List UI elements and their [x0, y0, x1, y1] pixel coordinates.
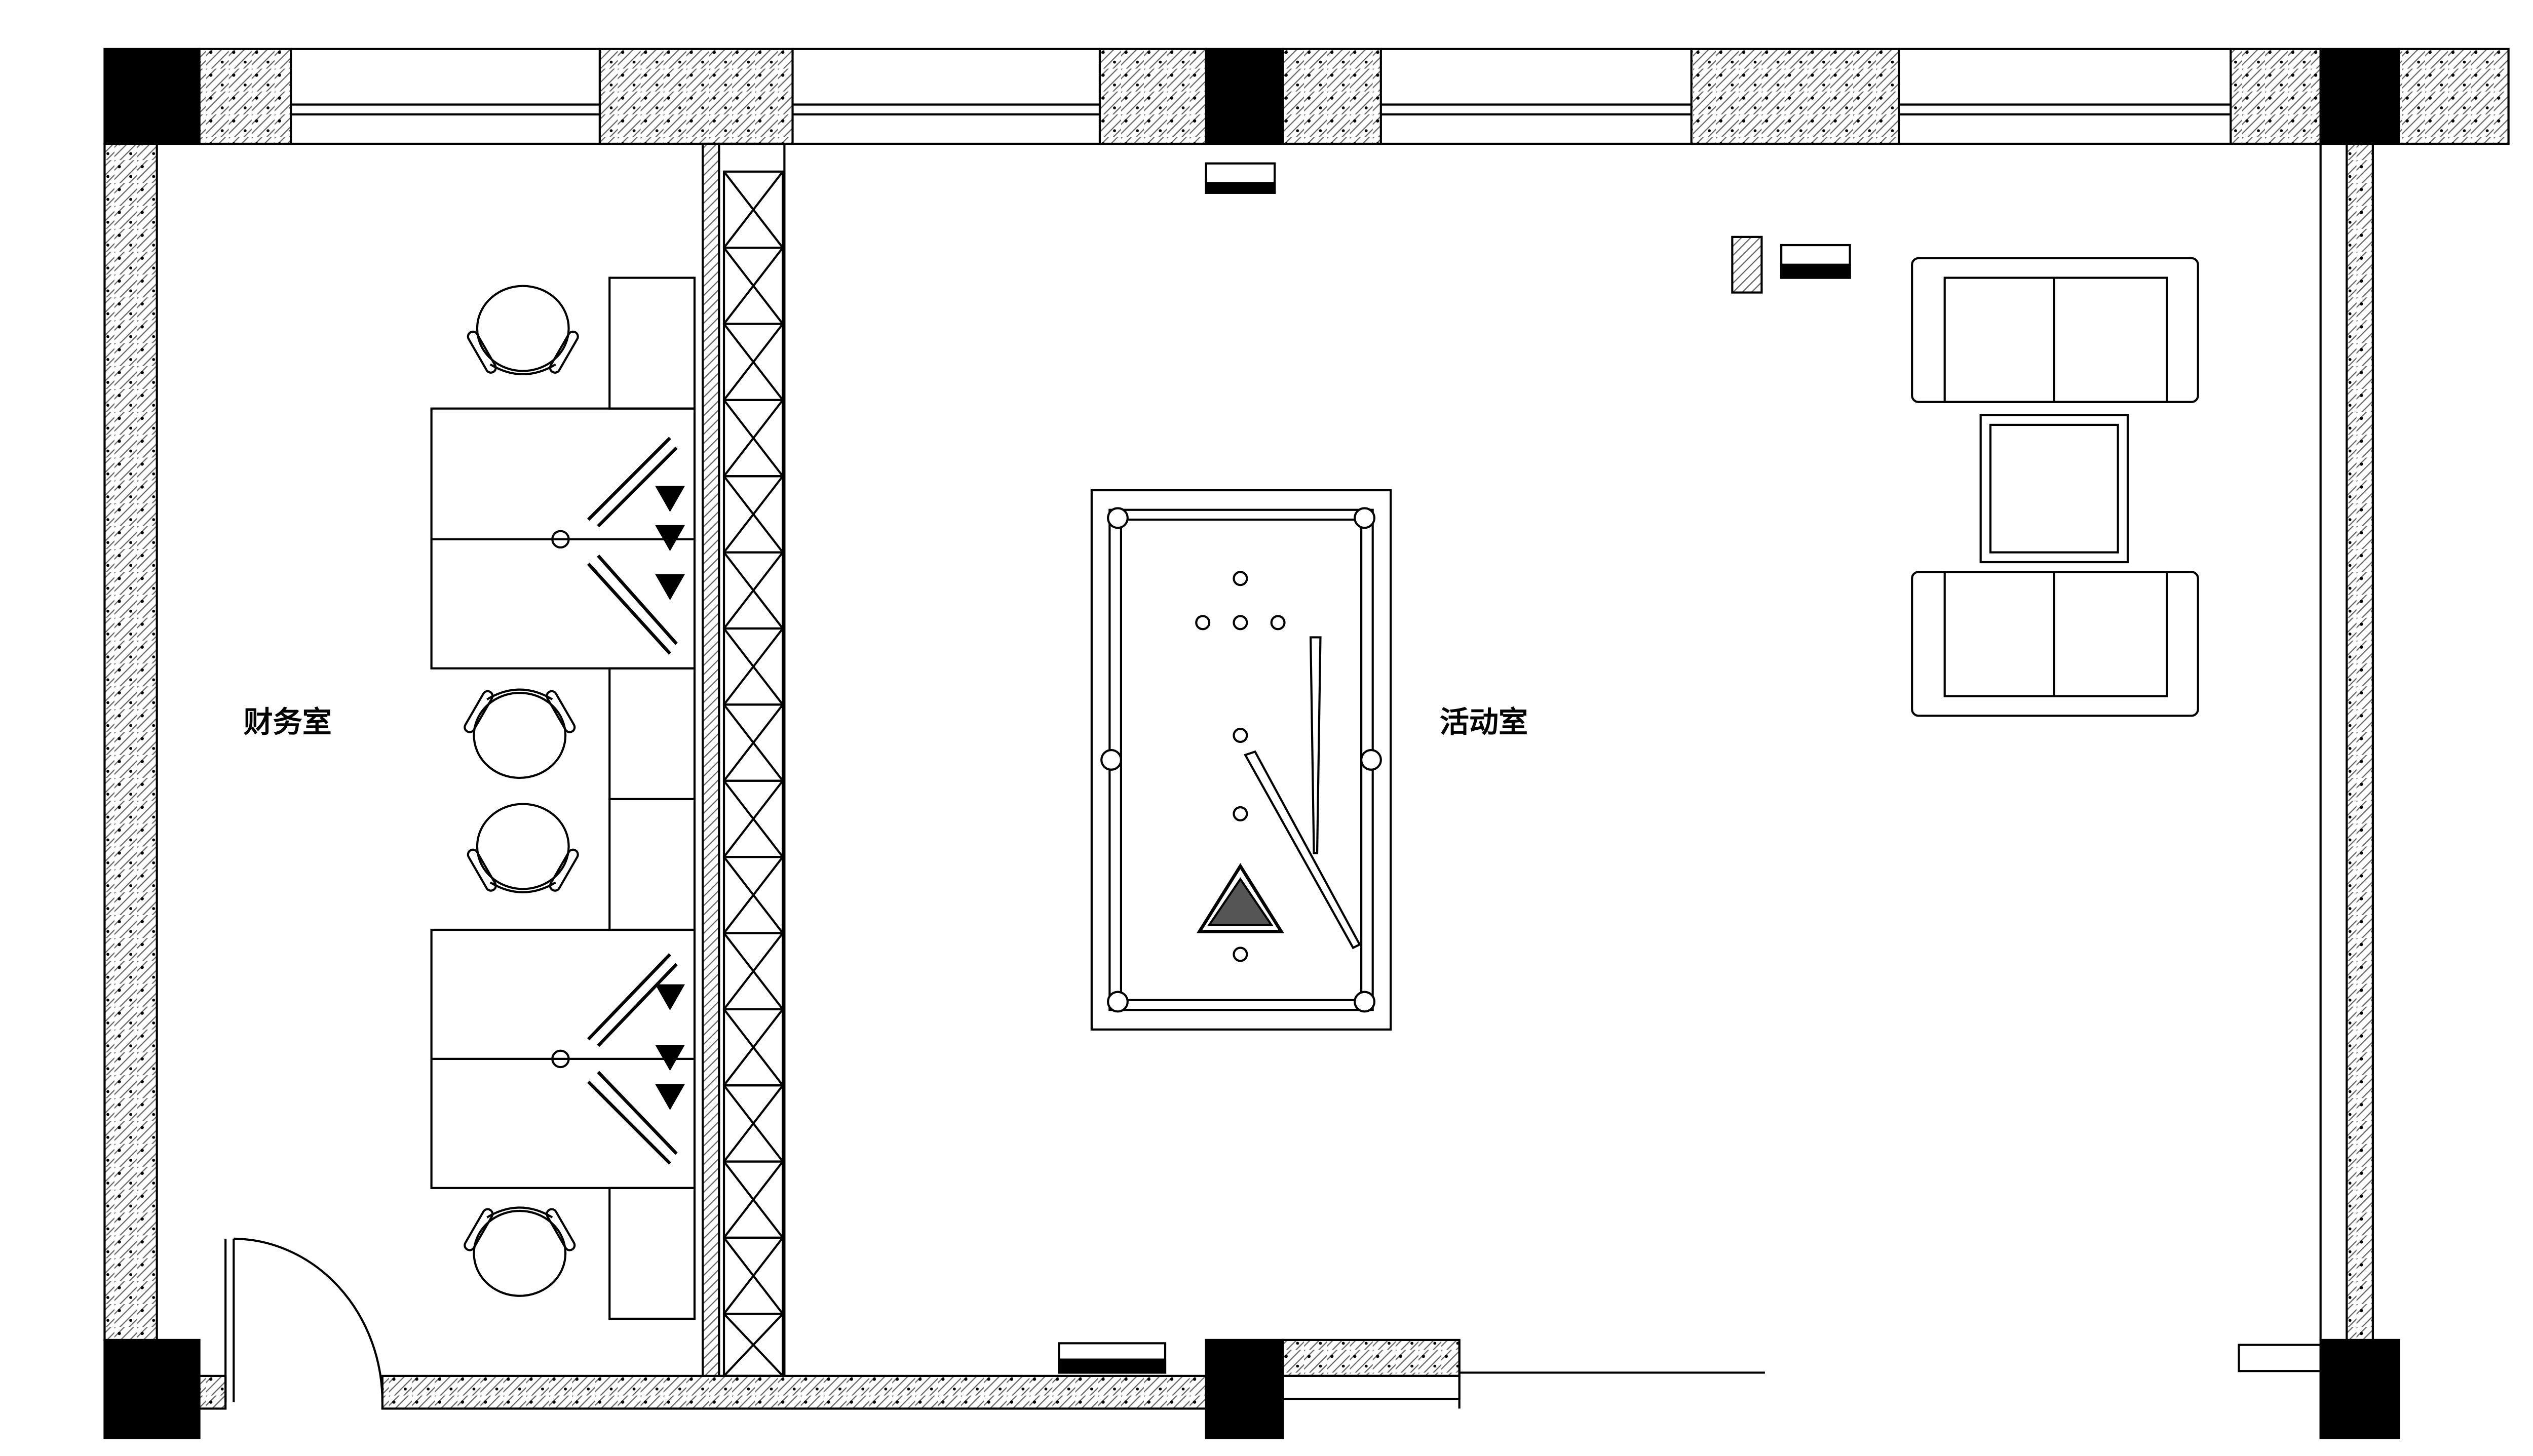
room-label-finance: 财务室 [244, 705, 332, 739]
lattice-cell [722, 1236, 784, 1315]
pocket [1107, 507, 1129, 529]
lattice-cell [722, 703, 784, 782]
pocket [1354, 991, 1375, 1013]
chair [464, 1206, 576, 1297]
lattice-cell [722, 1084, 784, 1163]
window [291, 48, 600, 145]
lattice-cell [722, 779, 784, 858]
finance-desks [430, 277, 696, 1320]
door[interactable] [224, 1237, 383, 1402]
rack-triangle [1196, 863, 1284, 933]
walls [103, 142, 2374, 1410]
pocket [1107, 991, 1129, 1013]
top-wall [198, 48, 2510, 145]
lattice-cell [722, 399, 784, 478]
room-label-activity: 活动室 [1440, 705, 1528, 739]
lattice-cell [722, 475, 784, 554]
window [792, 48, 1100, 145]
lattice-cell [722, 551, 784, 630]
chair [467, 285, 579, 376]
lattice-cell [722, 247, 784, 325]
lattice-cell [722, 1160, 784, 1239]
cue-stick [1309, 636, 1322, 854]
lattice-cell [722, 1313, 784, 1377]
lattice-partition [718, 142, 786, 1377]
pocket [1354, 507, 1375, 529]
lattice-cell [722, 932, 784, 1010]
radiators [1058, 162, 2322, 1374]
pockets [1100, 507, 1382, 1013]
columns [103, 48, 2400, 1439]
lattice-cell [722, 1008, 784, 1087]
pocket [1100, 749, 1122, 771]
lattice-cell [722, 627, 784, 706]
lattice-cell [722, 323, 784, 401]
pocket [1360, 749, 1382, 771]
chair [467, 803, 579, 893]
sofa-set [1911, 257, 2199, 717]
windows [291, 48, 2231, 145]
chair [464, 688, 576, 779]
lattice-cell [722, 170, 784, 249]
balls [1195, 571, 1286, 962]
window [1380, 48, 1692, 145]
window [1899, 48, 2231, 145]
billiard-table [1090, 489, 1392, 1031]
cue-stick [1243, 750, 1361, 950]
office-chairs [464, 285, 579, 1297]
lattice-cell [722, 855, 784, 934]
